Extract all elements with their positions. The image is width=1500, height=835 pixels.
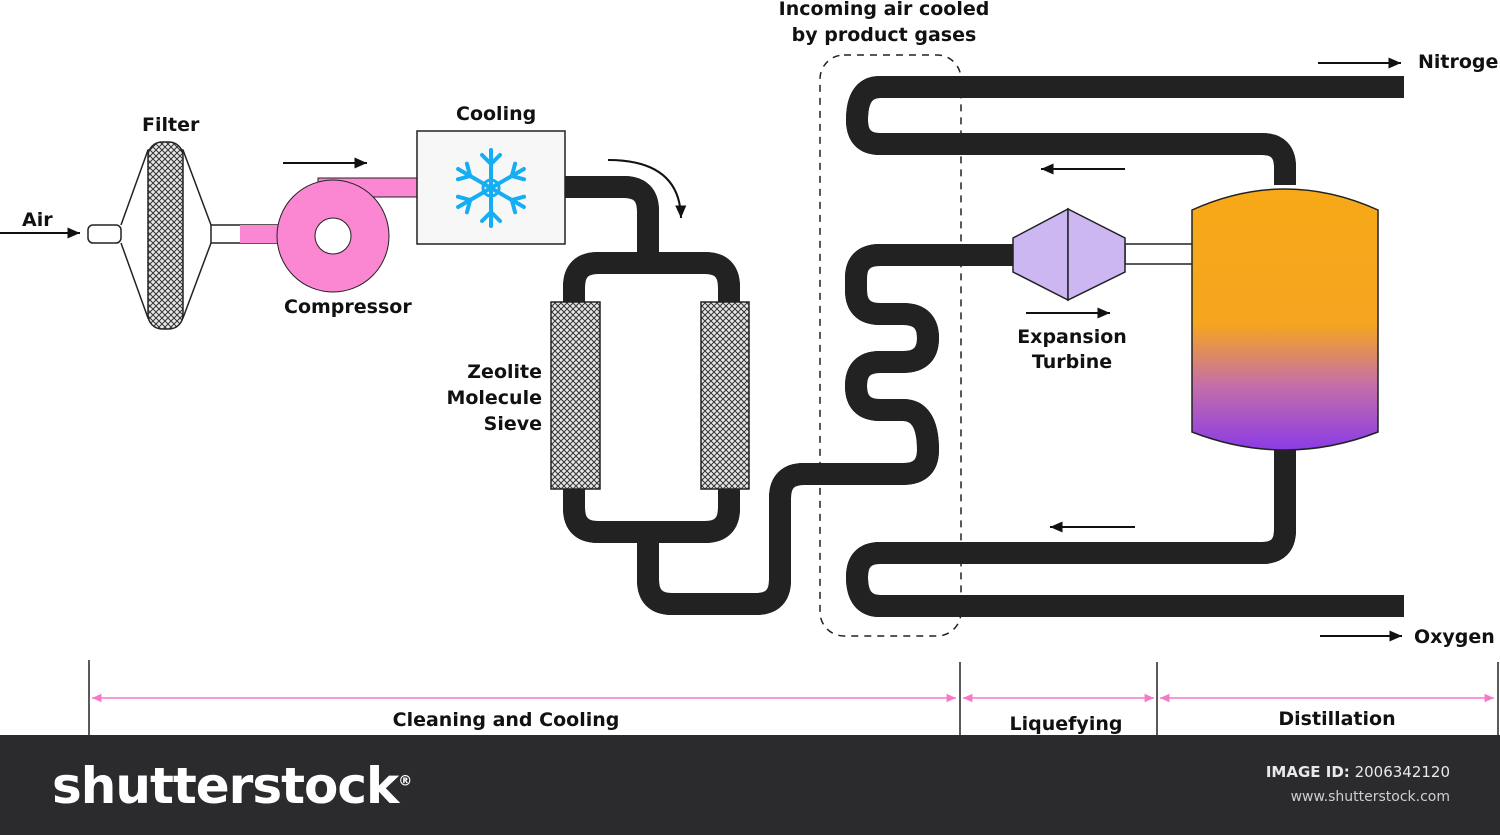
- expansion-turbine: [1012, 207, 1126, 302]
- zeolite-bed-left: [550, 301, 601, 490]
- compressor-label: Compressor: [284, 296, 412, 318]
- brand-logo: shutterstock®: [52, 757, 412, 815]
- filter: [120, 141, 212, 330]
- compressor: [210, 177, 419, 293]
- zeolite-label-2: Molecule: [446, 387, 542, 409]
- site-url: www.shutterstock.com: [1290, 789, 1450, 805]
- cooling-label: Cooling: [456, 103, 536, 125]
- nitrogen-pipeline: [846, 76, 1404, 185]
- turbine-shaft: [1124, 243, 1194, 265]
- oxygen-pipeline: [846, 450, 1404, 617]
- cooling-flow-arrow: [607, 159, 687, 219]
- image-id-label: IMAGE ID:: [1265, 763, 1350, 781]
- stage-dividers: [88, 660, 1499, 735]
- stage-label-distillation: Distillation: [1278, 708, 1395, 730]
- air-pipeline: [565, 176, 1015, 615]
- zeolite-label-3: Sieve: [484, 413, 542, 435]
- incoming-air-label-2: by product gases: [792, 24, 977, 46]
- zeolite-bed-right: [700, 301, 750, 490]
- oxygen-label: Oxygen: [1414, 626, 1495, 648]
- zeolite-label-1: Zeolite: [467, 361, 542, 383]
- filter-label: Filter: [142, 114, 200, 136]
- nitrogen-label: Nitrogen: [1418, 51, 1500, 73]
- air-label: Air: [22, 209, 53, 231]
- brand-name: shutterstock: [52, 757, 399, 815]
- incoming-air-label-1: Incoming air cooled: [779, 0, 990, 20]
- distillation-column: [1191, 188, 1379, 451]
- expansion-label-2: Turbine: [1032, 351, 1112, 373]
- footer-bar: shutterstock® IMAGE ID: 2006342120 www.s…: [0, 735, 1500, 835]
- brand-mark: ®: [398, 773, 412, 790]
- snowflake-icon: [451, 148, 531, 228]
- image-id: IMAGE ID: 2006342120: [1266, 763, 1450, 781]
- expansion-label-1: Expansion: [1017, 326, 1127, 348]
- image-id-value: 2006342120: [1354, 763, 1450, 781]
- heat-exchange-zone: [819, 54, 962, 637]
- stage-label-cleaning: Cleaning and Cooling: [393, 709, 620, 731]
- inlet-pipe: [87, 224, 122, 244]
- stage-label-liquefying: Liquefying: [1010, 713, 1123, 735]
